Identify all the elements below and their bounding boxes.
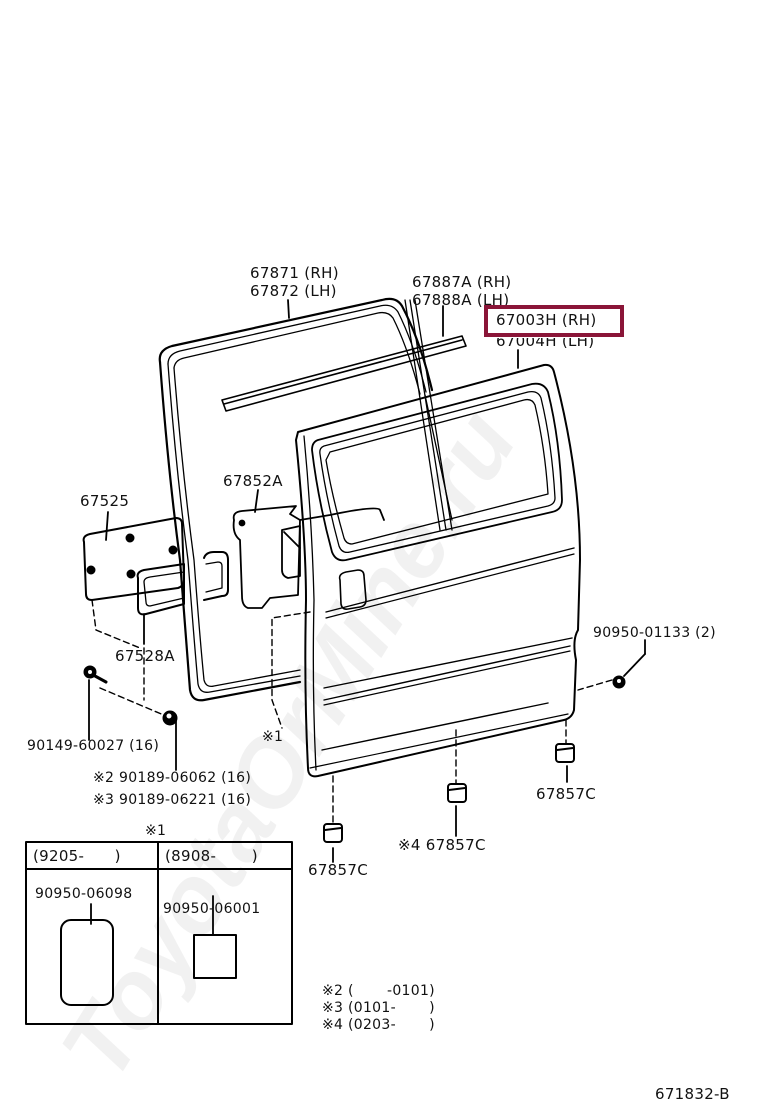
protector-clips [323, 743, 575, 843]
inset-part-2[interactable]: 90950-06001 [163, 901, 261, 917]
highlight-box [484, 305, 624, 337]
leader-lines [88, 299, 646, 935]
label-nut-3[interactable]: ※3 90189-06221 (16) [93, 792, 252, 808]
fasteners [83, 665, 626, 726]
label-door-panel-lh[interactable]: 67004H (LH) [496, 332, 595, 350]
label-protector-left[interactable]: 67857C [308, 861, 368, 879]
label-belt-moulding-rh: 67887A (RH) [412, 273, 512, 291]
label-weatherstrip-lh: 67872 (LH) [250, 282, 337, 300]
label-screw[interactable]: 90149-60027 (16) [27, 738, 160, 754]
label-weatherstrip-rh: 67871 (RH) [250, 264, 339, 282]
note-4: ※4 (0203- ) [322, 1017, 435, 1033]
weatherstrip-shape [158, 297, 434, 702]
belt-moulding-shape [221, 335, 467, 412]
label-service-hole-cover[interactable]: 67852A [223, 472, 283, 490]
dashed-lines [91, 599, 613, 825]
diagram-id: 671832-B [655, 1085, 730, 1103]
label-door-panel-rh[interactable]: 67003H (RH) [496, 311, 597, 329]
inset-table [25, 841, 293, 1025]
service-cover-shape [82, 517, 185, 601]
label-protector-mid[interactable]: ※4 67857C [398, 836, 486, 854]
inset-title: ※1 [145, 823, 167, 839]
inset-header-2: (8908- ) [165, 847, 258, 865]
label-plug-right[interactable]: 90950-01133 (2) [593, 625, 716, 641]
inset-header-1: (9205- ) [33, 847, 121, 865]
cover-seal-shape [136, 551, 229, 616]
inset-part-1[interactable]: 90950-06098 [35, 886, 133, 902]
note-2: ※2 ( -0101) [322, 983, 435, 999]
label-nut-2[interactable]: ※2 90189-06062 (16) [93, 770, 252, 786]
label-protector-right[interactable]: 67857C [536, 785, 596, 803]
label-service-cover[interactable]: 67525 [80, 492, 130, 510]
note-3: ※3 (0101- ) [322, 1000, 435, 1016]
label-ref-1: ※1 [262, 729, 284, 745]
door-panel-shape [295, 363, 581, 778]
label-cover-seal[interactable]: 67528A [115, 647, 175, 665]
label-belt-moulding-lh: 67888A (LH) [412, 291, 510, 309]
service-hole-cover-shape [232, 505, 385, 609]
